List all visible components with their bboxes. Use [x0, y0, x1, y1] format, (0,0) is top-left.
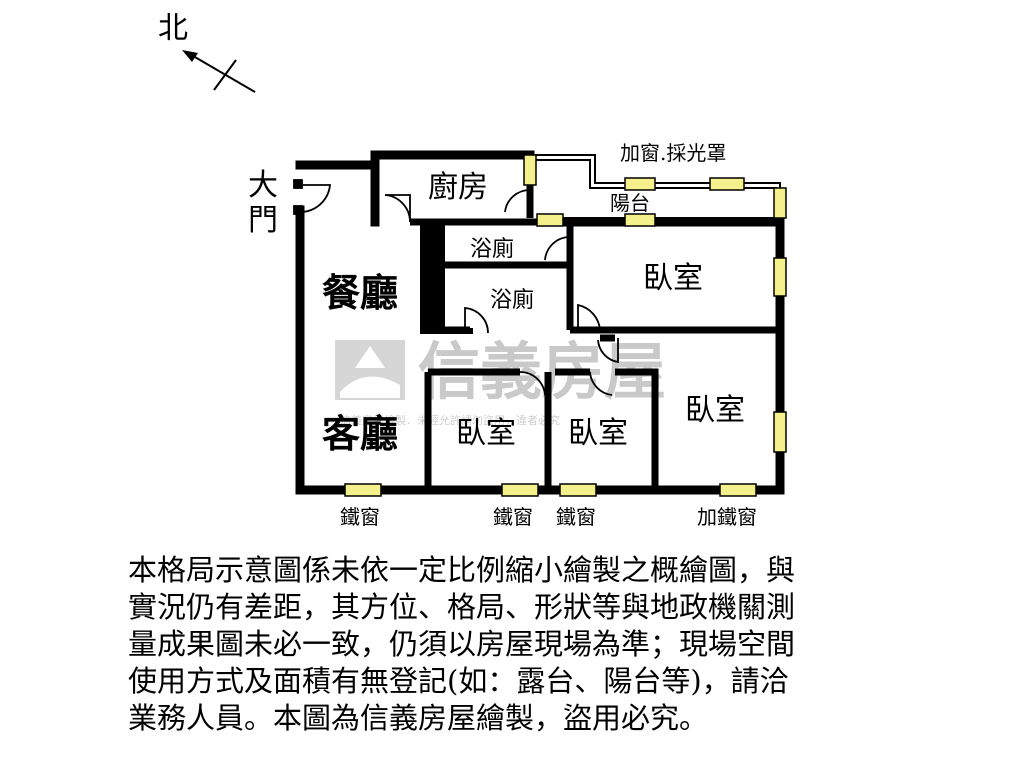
outer-walls [295, 150, 785, 495]
disclaimer-line: 量成果圖未必一致，仍須以房屋現場為準；現場空間 [128, 627, 796, 661]
core-wall [420, 222, 445, 334]
bedroom-e-label: 臥室 [685, 393, 745, 428]
door-swings [293, 179, 619, 396]
bedroom-ne-label: 臥室 [643, 261, 703, 296]
bedroom-s1-label: 臥室 [456, 416, 516, 451]
disclaimer-text: 本格局示意圖係未依一定比例縮小繪製之概繪圖，與 實況仍有差距，其方位、格局、形狀… [128, 552, 908, 737]
main-door-label-1: 大 [248, 168, 278, 203]
watermark-logo-icon [335, 340, 405, 400]
main-door-label-2: 門 [248, 203, 278, 238]
compass-label: 北 [158, 11, 188, 46]
living-label: 客廳 [322, 411, 398, 456]
dining-label: 餐廳 [322, 270, 398, 315]
bath1-label: 浴廁 [470, 237, 514, 262]
bath2-label: 浴廁 [490, 288, 534, 313]
disclaimer-line: 業務人員。本圖為信義房屋繪製，盜用必究。 [128, 701, 709, 735]
floor-plan: 北 信義房屋 信義房屋繪製．未經允許請勿盜用，違者必究 [158, 11, 787, 529]
disclaimer-line: 本格局示意圖係未依一定比例縮小繪製之概繪圖，與 [128, 553, 796, 587]
iron-window-label-2: 鐵窗 [493, 505, 533, 529]
disclaimer-line: 使用方式及面積有無登記(如：露台、陽台等)，請洽 [128, 664, 789, 698]
bedroom-s2-label: 臥室 [568, 416, 628, 451]
window-markers [344, 154, 787, 497]
balcony-label: 陽台 [610, 191, 650, 215]
balcony-cover-label: 加窗.採光罩 [620, 141, 726, 165]
iron-window-label-3: 鐵窗 [556, 505, 596, 529]
watermark-subtext: 信義房屋繪製．未經允許請勿盜用，違者必究 [340, 413, 560, 427]
kitchen-label: 廚房 [428, 170, 488, 205]
disclaimer-line: 實況仍有差距，其方位、格局、形狀等與地政機關測 [128, 590, 796, 624]
wall-segment [445, 328, 473, 334]
iron-window-label-4: 加鐵窗 [697, 505, 757, 529]
iron-window-label-1: 鐵窗 [340, 505, 380, 529]
north-arrow-icon [182, 50, 256, 93]
